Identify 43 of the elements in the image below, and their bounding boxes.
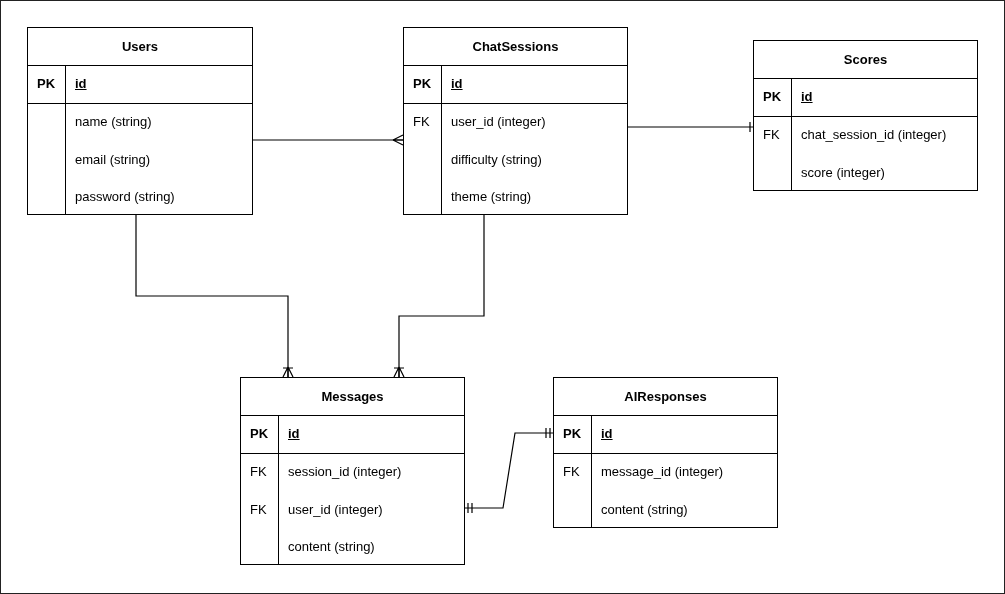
key-label: PK: [563, 425, 582, 442]
key-label: PK: [37, 75, 56, 92]
entity-table: [27, 27, 253, 215]
field-name: chat_session_id (integer): [801, 127, 947, 144]
table-title: Scores: [843, 52, 888, 67]
key-label: PK: [250, 425, 269, 442]
relationship-line: [627, 121, 754, 133]
table-title: Messages: [321, 389, 384, 404]
key-label: FK: [413, 114, 430, 131]
field-name: score (integer): [801, 164, 885, 181]
key-label: PK: [413, 75, 432, 92]
table-title: ChatSessions: [472, 39, 559, 54]
table-title: Users: [121, 39, 159, 54]
field-name: user_id (integer): [288, 501, 383, 518]
field-name: id: [801, 88, 813, 105]
field-name: message_id (integer): [601, 464, 724, 481]
field-name: content (string): [288, 539, 375, 556]
field-name: theme (string): [451, 189, 532, 206]
key-label: FK: [250, 464, 267, 481]
relationship-line: [135, 214, 294, 378]
field-name: difficulty (string): [451, 151, 542, 168]
key-label: PK: [763, 88, 782, 105]
key-label: FK: [563, 464, 580, 481]
field-name: id: [451, 75, 463, 92]
entity-table: [403, 27, 628, 215]
field-name: id: [75, 75, 87, 92]
field-name: email (string): [75, 151, 151, 168]
entity-table: [240, 377, 465, 565]
relationship-line: [252, 134, 404, 146]
field-name: content (string): [601, 501, 688, 518]
key-label: FK: [763, 127, 780, 144]
field-name: name (string): [75, 114, 152, 131]
entity-table: [753, 40, 978, 191]
relationship-line: [464, 427, 554, 514]
key-label: FK: [250, 501, 267, 518]
field-name: password (string): [75, 189, 175, 206]
relationship-line: [393, 214, 485, 378]
entity-table: [553, 377, 778, 528]
field-name: user_id (integer): [451, 114, 546, 131]
field-name: id: [288, 425, 300, 442]
field-name: id: [601, 425, 613, 442]
field-name: session_id (integer): [288, 464, 402, 481]
table-title: AIResponses: [624, 389, 707, 404]
